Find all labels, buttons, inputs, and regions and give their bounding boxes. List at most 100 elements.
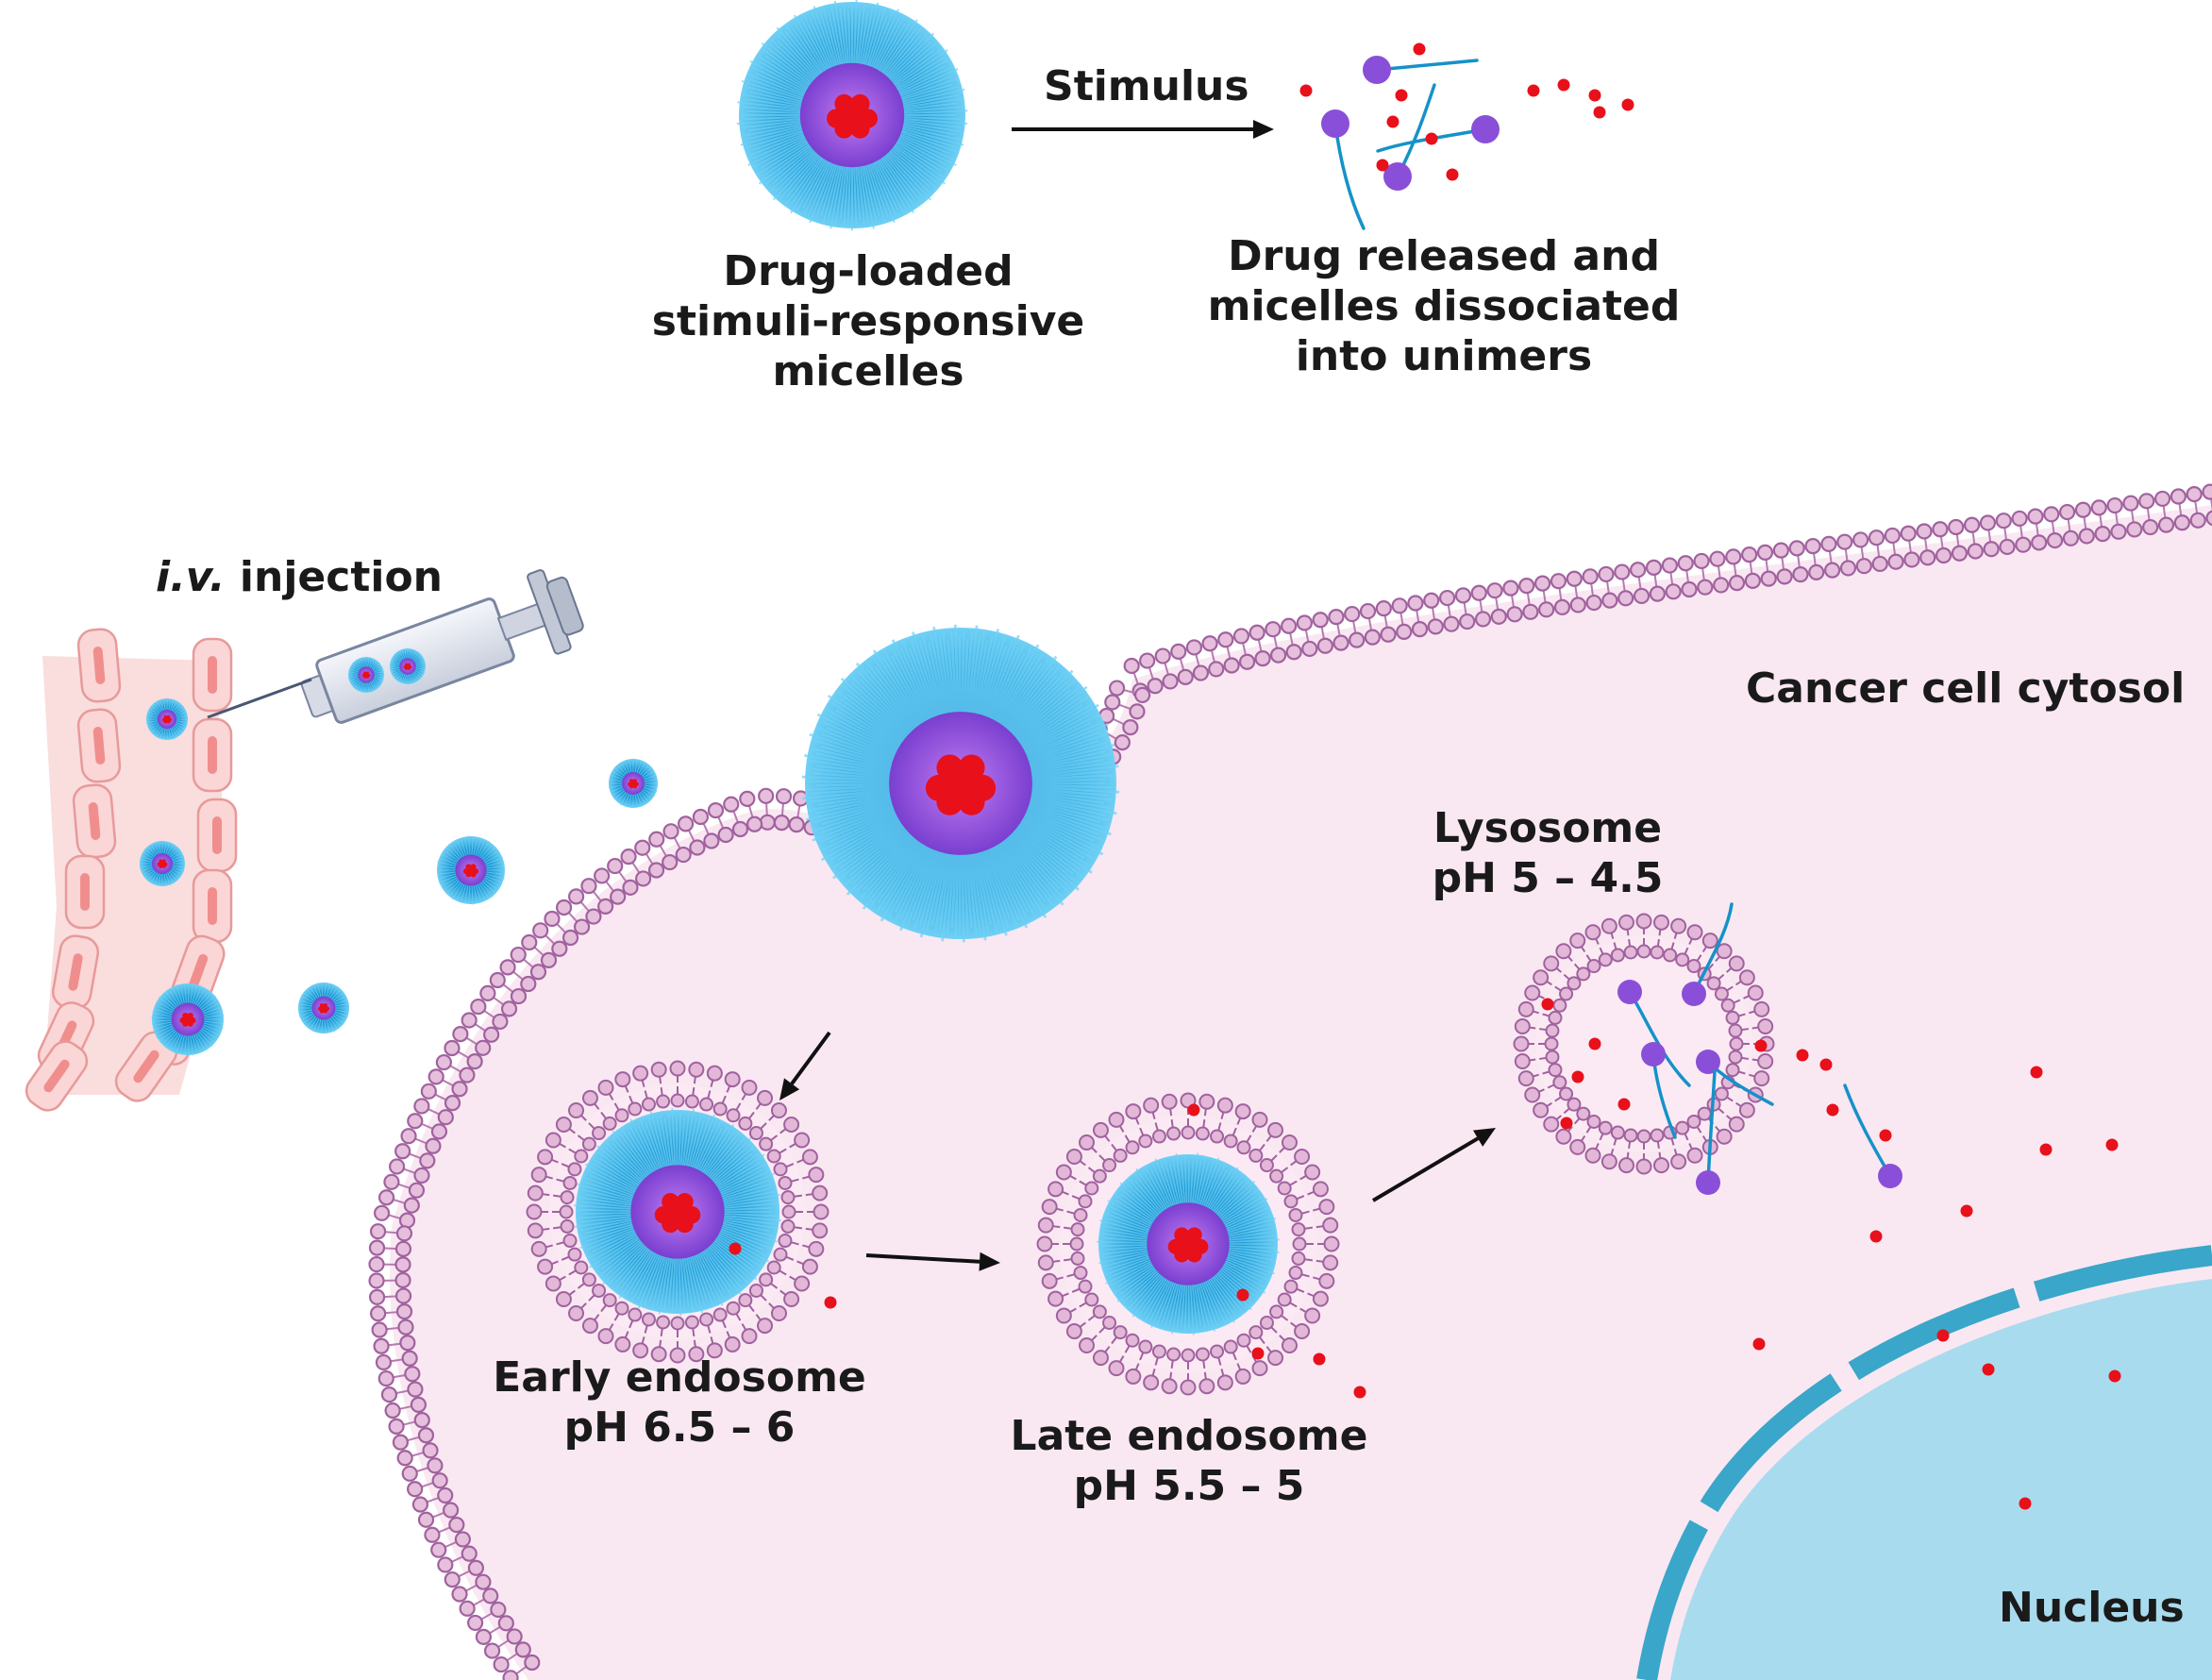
lipid-head <box>688 1346 705 1363</box>
lipid-head <box>1037 1217 1054 1234</box>
lipid-tail <box>2130 509 2135 525</box>
lipid-head <box>1514 1053 1531 1070</box>
lipid-head <box>794 1132 811 1149</box>
drug-payload <box>834 119 854 139</box>
lipid-tail <box>1111 717 1126 726</box>
lipid-head <box>1296 614 1313 631</box>
lipid-head <box>724 1336 741 1352</box>
lipid-head <box>788 816 805 833</box>
lipid-head <box>1084 1181 1099 1196</box>
lipid-head <box>778 1175 793 1190</box>
lipid-head <box>1617 590 1634 607</box>
lipid-head <box>1524 984 1541 1001</box>
lipid-tail <box>716 815 725 831</box>
lipid-head <box>1677 555 1694 572</box>
lipid-head <box>1614 563 1631 580</box>
lipid-tail <box>1605 580 1611 596</box>
lipid-tail <box>1717 563 1721 580</box>
lipid-head <box>1598 1120 1613 1135</box>
drug-payload <box>407 666 411 670</box>
lipid-tail <box>1907 539 1913 555</box>
lipid-head <box>573 918 591 935</box>
drug-payload <box>936 788 964 815</box>
lipid-head <box>1322 1254 1339 1271</box>
lipid-tail <box>464 1035 479 1047</box>
lipid-head <box>614 1301 629 1316</box>
lipid-head <box>1065 1323 1082 1340</box>
lipid-head <box>1649 585 1666 602</box>
lipid-head <box>497 1615 514 1632</box>
lipid-head <box>1291 1251 1306 1266</box>
lipid-head <box>757 1089 774 1106</box>
lipid-head <box>527 1222 544 1239</box>
drug-payload <box>363 675 367 679</box>
lipid-head <box>780 1218 796 1234</box>
endothelial-cell-nucleus <box>92 727 106 764</box>
endothelial-cell <box>76 708 122 783</box>
lipid-head <box>662 823 679 840</box>
drug-molecule <box>1425 132 1438 145</box>
lipid-head <box>1586 1114 1601 1129</box>
lipid-head <box>1559 1086 1574 1101</box>
lipid-tail <box>471 1597 486 1607</box>
lipid-head <box>394 1287 412 1304</box>
lipid-tail <box>457 1569 472 1578</box>
lipid-head <box>1714 1086 1729 1101</box>
lipid-head <box>1999 538 2016 556</box>
lipid-tail <box>392 1198 407 1205</box>
lipid-head <box>1069 1236 1084 1252</box>
late-endosome-label: Late endosome pH 5.5 – 5 <box>991 1412 1387 1512</box>
lipid-head <box>451 1081 468 1098</box>
lipid-head <box>1114 734 1131 751</box>
drug-molecule <box>1982 1363 1995 1376</box>
drug-molecule <box>1588 1037 1601 1050</box>
early-endosome-label-line: pH 6.5 – 6 <box>563 1403 796 1452</box>
lipid-head <box>650 1346 667 1363</box>
drug-payload <box>182 1020 189 1027</box>
drug-molecule <box>1313 1352 1326 1366</box>
unimer <box>1641 1042 1677 1139</box>
released-caption: Drug released and micelles dissociated i… <box>1161 232 1727 381</box>
lipid-head <box>526 1203 543 1220</box>
lipid-head <box>475 1628 493 1645</box>
arrow-shaft <box>790 1031 831 1085</box>
micelle <box>139 840 185 886</box>
lipid-head <box>383 1173 400 1190</box>
lipid-head <box>1645 559 1663 576</box>
lipid-head <box>394 1240 412 1257</box>
lipid-head <box>641 1097 656 1112</box>
lipid-head <box>567 1247 582 1262</box>
lipid-head <box>1359 602 1377 620</box>
lipid-head <box>1216 1374 1233 1391</box>
lipid-head <box>1332 634 1349 651</box>
lipid-head <box>1675 1120 1690 1135</box>
lipid-head <box>568 1304 585 1321</box>
drug-molecule <box>1617 1098 1631 1111</box>
lipid-head <box>1585 594 1602 612</box>
lipid-head <box>1951 545 1969 562</box>
lipid-head <box>1716 1128 1733 1145</box>
lipid-head <box>1138 1134 1153 1149</box>
lipid-head <box>1543 1116 1560 1133</box>
lipid-tail <box>514 1665 528 1676</box>
lipid-head <box>492 1013 509 1031</box>
lipid-head <box>425 1137 442 1154</box>
lipid-head <box>783 1291 800 1308</box>
lipid-head <box>1277 1292 1292 1307</box>
lipid-head <box>1670 917 1687 934</box>
lipid-tail <box>731 809 740 825</box>
lipid-tail <box>449 1554 465 1564</box>
lipid-head <box>407 1381 424 1398</box>
lipid-head <box>413 1098 430 1115</box>
lipid-tail <box>405 1436 421 1442</box>
unimer-head <box>1878 1164 1902 1188</box>
micelle <box>389 647 426 684</box>
lipid-head <box>2202 483 2212 500</box>
lipid-head <box>1079 1134 1096 1151</box>
late-endosome-label-line: Late endosome <box>1010 1412 1368 1460</box>
drug-molecule <box>1187 1103 1200 1117</box>
arrow-head <box>1253 120 1274 139</box>
lipid-head <box>656 1094 671 1109</box>
arrow-to-lysosome <box>1371 1128 1496 1202</box>
lipid-head <box>2153 490 2171 508</box>
